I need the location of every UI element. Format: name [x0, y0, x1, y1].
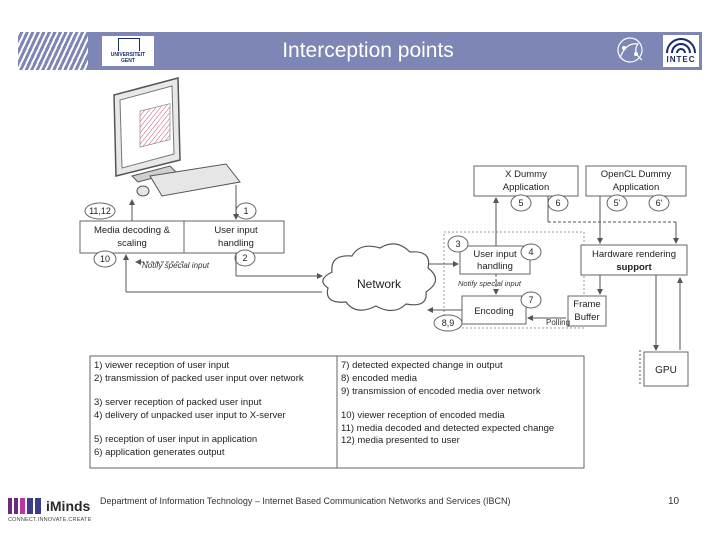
svg-text:OpenCL Dummy: OpenCL Dummy — [601, 169, 672, 180]
svg-text:4) delivery of unpacked user i: 4) delivery of unpacked user input to X-… — [94, 410, 286, 421]
svg-text:2: 2 — [242, 253, 247, 263]
network-cloud: Network — [322, 243, 437, 312]
svg-text:Hardware rendering: Hardware rendering — [592, 249, 676, 260]
encoding-box — [461, 295, 527, 325]
svg-text:9) transmission of encoded med: 9) transmission of encoded media over ne… — [341, 386, 541, 397]
iminds-mark-icon — [8, 498, 41, 514]
svg-text:Frame: Frame — [573, 299, 600, 310]
badge-6-prime: 6' — [648, 194, 670, 212]
computer-icon — [113, 77, 241, 197]
ugent-logo: UNIVERSITEIT GENT — [102, 36, 154, 66]
page-number: 10 — [668, 496, 680, 507]
intec-logo: INTEC — [663, 35, 699, 67]
polling-label: Polling — [546, 318, 570, 327]
svg-text:User input: User input — [473, 249, 517, 260]
badge-10: 10 — [93, 250, 117, 268]
legend-right: 7) detected expected change in output 8)… — [341, 360, 554, 446]
iminds-logo: iMinds CONNECT.INNOVATE.CREATE — [8, 498, 92, 523]
svg-text:8) encoded media: 8) encoded media — [341, 373, 418, 384]
badge-5-prime: 5' — [606, 194, 628, 212]
svg-text:3) server reception of packed: 3) server reception of packed user input — [94, 397, 262, 408]
svg-text:10) viewer reception of encode: 10) viewer reception of encoded media — [341, 410, 505, 421]
badge-3: 3 — [447, 235, 469, 253]
svg-text:6) application generates outpu: 6) application generates output — [94, 447, 225, 458]
frame-buffer-box — [567, 295, 607, 327]
badge-8-9: 8,9 — [433, 314, 463, 332]
header-banner: UNIVERSITEIT GENT Interception points IN… — [18, 32, 702, 70]
temple-icon — [118, 38, 140, 51]
server-user-input-box — [459, 245, 531, 275]
svg-text:6': 6' — [656, 198, 663, 208]
badge-1: 1 — [235, 202, 257, 220]
badge-11-12: 11,12 — [84, 202, 116, 220]
svg-text:8,9: 8,9 — [442, 318, 455, 328]
network-label: Network — [357, 277, 402, 291]
svg-text:12) media presented to user: 12) media presented to user — [341, 435, 460, 446]
svg-text:4: 4 — [528, 247, 533, 257]
opencl-dummy-app-box — [585, 165, 687, 197]
svg-text:7) detected expected change in: 7) detected expected change in output — [341, 360, 503, 371]
badge-4: 4 — [520, 243, 542, 261]
svg-text:handling: handling — [218, 238, 254, 249]
hardware-rendering-box — [580, 244, 688, 276]
badge-6: 6 — [547, 194, 569, 212]
svg-text:Encoding: Encoding — [474, 306, 514, 317]
media-decoding-label: Media decoding & — [94, 225, 171, 236]
svg-text:Buffer: Buffer — [574, 312, 599, 323]
badge-2: 2 — [234, 249, 256, 267]
svg-text:3: 3 — [455, 239, 460, 249]
legend-left: 1) viewer reception of user input 2) tra… — [94, 360, 304, 458]
footer-text: Department of Information Technology – I… — [100, 496, 511, 506]
svg-text:5) reception of user input in: 5) reception of user input in applicatio… — [94, 434, 257, 445]
svg-text:11,12: 11,12 — [89, 206, 111, 216]
svg-text:7: 7 — [528, 295, 533, 305]
svg-text:1) viewer reception of user in: 1) viewer reception of user input — [94, 360, 230, 371]
svg-text:support: support — [616, 262, 652, 273]
svg-text:Application: Application — [613, 182, 659, 193]
svg-text:GPU: GPU — [655, 365, 677, 376]
client-notify-label: Notify special input — [142, 261, 210, 270]
svg-text:X Dummy: X Dummy — [505, 169, 547, 180]
svg-text:1: 1 — [243, 206, 248, 216]
svg-text:5': 5' — [614, 198, 621, 208]
page-title: Interception points — [282, 39, 454, 62]
svg-text:Application: Application — [503, 182, 549, 193]
svg-text:handling: handling — [477, 261, 513, 272]
badge-7: 7 — [520, 291, 542, 309]
svg-text:5: 5 — [518, 198, 523, 208]
intec-arc-icon — [666, 38, 696, 54]
scaling-label: scaling — [117, 238, 147, 249]
gpu-box — [643, 351, 689, 387]
client-user-input-box — [183, 220, 285, 254]
header-pattern — [18, 32, 88, 70]
badge-5: 5 — [510, 194, 532, 212]
svg-text:User input: User input — [214, 225, 258, 236]
ibcn-logo — [617, 37, 643, 63]
svg-text:2) transmission of packed user: 2) transmission of packed user input ove… — [94, 373, 304, 384]
svg-text:6: 6 — [555, 198, 560, 208]
svg-text:10: 10 — [100, 254, 110, 264]
server-notify-label: Notify special input — [458, 279, 522, 288]
svg-text:11) media decoded and detected: 11) media decoded and detected expected … — [341, 423, 554, 434]
